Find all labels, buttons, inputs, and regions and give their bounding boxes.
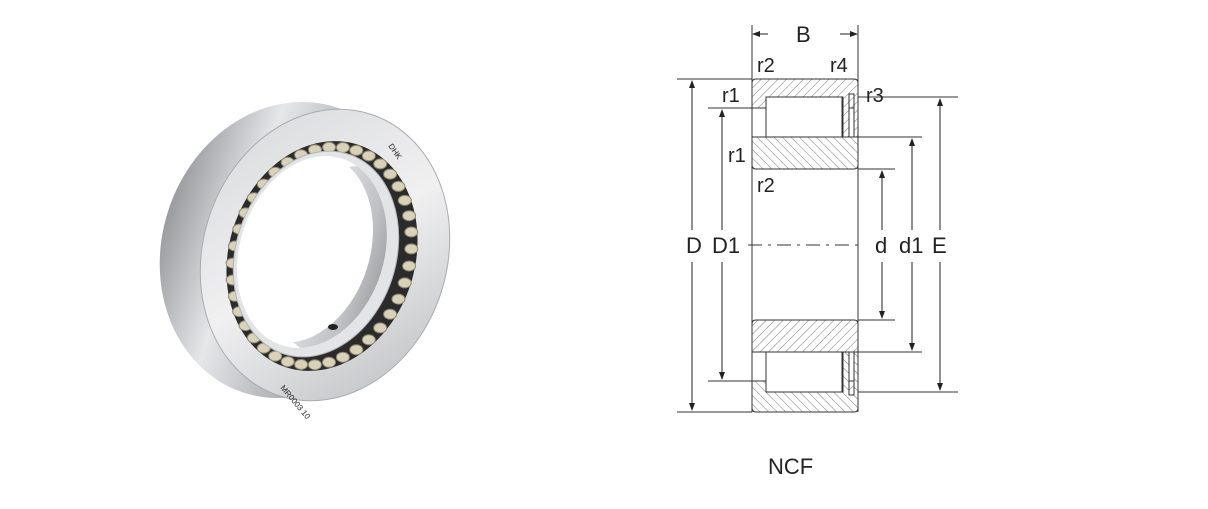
ncf-cross-section [677,25,958,413]
roller [404,243,419,255]
roller [294,359,309,370]
roller [383,308,398,320]
label-r2-mid: r2 [757,175,775,197]
label-r3: r3 [866,85,884,107]
roller [397,277,412,289]
rollers [225,141,419,371]
roller [373,322,388,334]
label-d: d [875,233,887,258]
roller [268,350,283,362]
label-r2-top: r2 [757,55,775,77]
roller [280,356,295,368]
roller [349,344,364,356]
label-D: D [686,233,702,258]
lube-hole [328,324,338,330]
dimension-labels: B r2 r4 r1 r3 r1 r2 D D1 d d1 E NCF [686,22,947,479]
roller-bottom [765,351,843,393]
label-D1: D1 [712,233,740,258]
roller [361,334,376,346]
label-E: E [932,233,947,258]
label-d1: d1 [899,233,923,258]
label-r4: r4 [830,55,848,77]
roller [402,210,417,222]
roller [322,356,336,368]
roller [335,351,350,363]
roller [307,359,322,371]
inner-ring-top [751,136,859,170]
roller [383,168,398,180]
label-r1-top: r1 [722,85,740,107]
roller [391,293,406,305]
roller [402,260,417,272]
label-B: B [796,22,811,47]
roller [391,180,406,192]
roller [404,226,419,238]
diagram-caption: NCF [768,454,813,479]
roller [373,158,388,170]
roller [335,142,350,153]
outer-ring-top [751,78,859,138]
roller [397,194,412,206]
roller-top [765,96,843,138]
roller [361,150,376,162]
label-r1-mid: r1 [728,145,746,167]
inner-ring-bottom [751,319,859,353]
roller [349,144,364,156]
